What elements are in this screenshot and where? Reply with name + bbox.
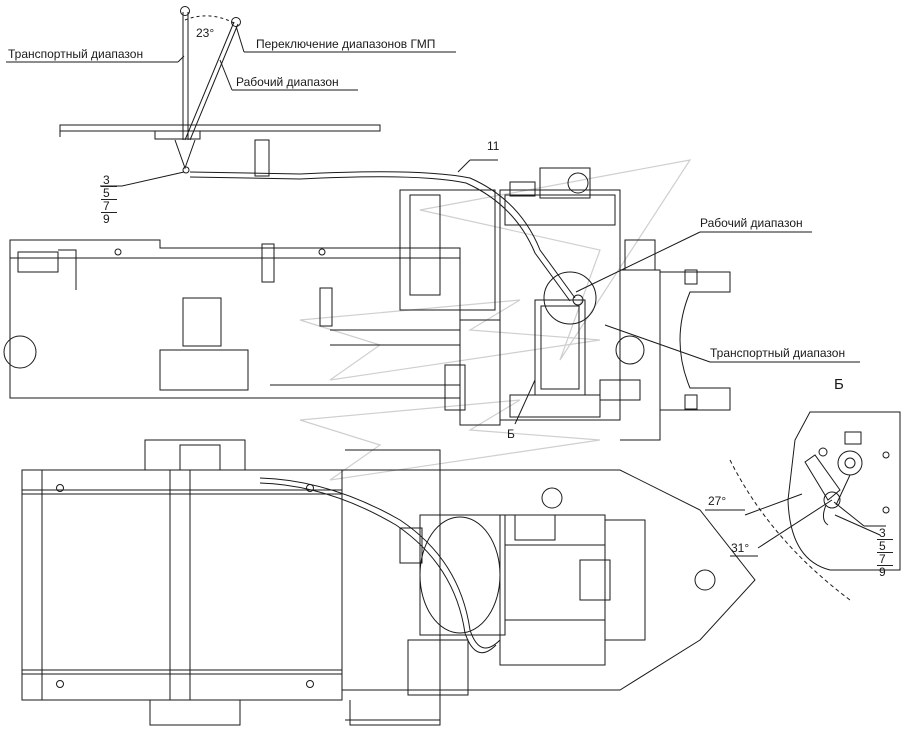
- lower-frame: [21, 439, 756, 726]
- label-angle-31: 31°: [731, 541, 750, 555]
- label-transport-range-right: Транспортный диапазон: [710, 346, 846, 360]
- label-transport-range-top: Транспортный диапазон: [8, 47, 144, 61]
- transmission-side: [399, 167, 731, 441]
- position-stack-left: 3 5 7 9: [101, 174, 117, 225]
- position-number: 7: [877, 552, 893, 565]
- position-number: 3: [103, 173, 110, 187]
- position-number: 9: [101, 212, 117, 225]
- position-number: 3: [879, 526, 886, 540]
- label-working-range-top: Рабочий диапазон: [236, 75, 339, 89]
- label-view-b-title: Б: [834, 376, 844, 393]
- leader-lines: [6, 25, 886, 527]
- view-b-detail: [705, 411, 901, 601]
- position-number: 7: [101, 199, 117, 212]
- position-stack-right: 3 5 7 9: [877, 527, 893, 578]
- upper-frame: [3, 239, 461, 399]
- label-view-b-marker: Б: [507, 427, 515, 441]
- label-item-11: 11: [487, 139, 500, 153]
- control-cable: [189, 159, 576, 302]
- label-working-range-right: Рабочий диапазон: [700, 216, 803, 230]
- label-gmp-range-switch: Переключение диапазонов ГМП: [256, 37, 436, 51]
- label-angle-23: 23°: [196, 26, 215, 40]
- label-angle-27: 27°: [708, 494, 727, 508]
- range-lever-assembly: [59, 6, 381, 177]
- position-number: 5: [877, 539, 893, 552]
- position-number: 9: [877, 565, 893, 578]
- transmission-top: [259, 477, 646, 696]
- position-number: 5: [101, 186, 117, 199]
